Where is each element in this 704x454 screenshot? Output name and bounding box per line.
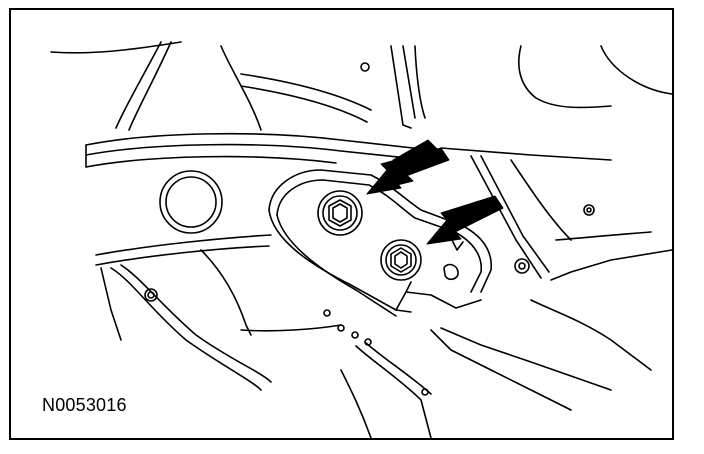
figure-id-label: N0053016	[42, 395, 127, 415]
diagram-frame: N0053016	[9, 8, 674, 440]
cross-member-beam	[85, 132, 432, 266]
plug-hole	[159, 170, 223, 234]
lower-floor-panel	[323, 299, 652, 438]
arrow-icon-lower	[426, 195, 504, 245]
bolt-upper	[317, 190, 363, 236]
right-side-rail	[470, 155, 672, 281]
line-drawing-illustration	[50, 41, 672, 438]
lower-left-rail	[100, 249, 342, 391]
upper-body-panel	[50, 41, 372, 131]
mounting-bracket	[268, 169, 492, 317]
upper-right-bracket	[390, 45, 672, 161]
callout-arrows	[366, 139, 504, 245]
bolt-lower	[380, 239, 422, 281]
arrow-icon-upper-shaft	[366, 147, 450, 195]
